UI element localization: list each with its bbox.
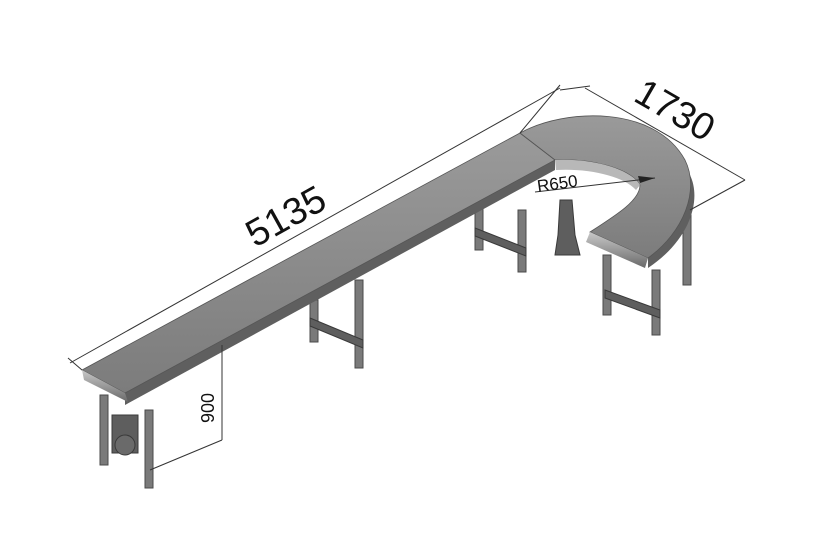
belt-straight: [81, 132, 556, 394]
belt-side-curve: [648, 160, 695, 268]
support-leg-drive-end: [99, 394, 154, 489]
belt-side-straight: [125, 160, 555, 405]
end-roller-curve: [586, 232, 648, 268]
support-leg-center: [554, 199, 581, 256]
dimension-height: 900: [149, 345, 223, 471]
end-roller-drive: [82, 370, 128, 402]
belt-curve-inner-wall: [555, 159, 640, 190]
dimension-label-900: 900: [198, 393, 218, 423]
